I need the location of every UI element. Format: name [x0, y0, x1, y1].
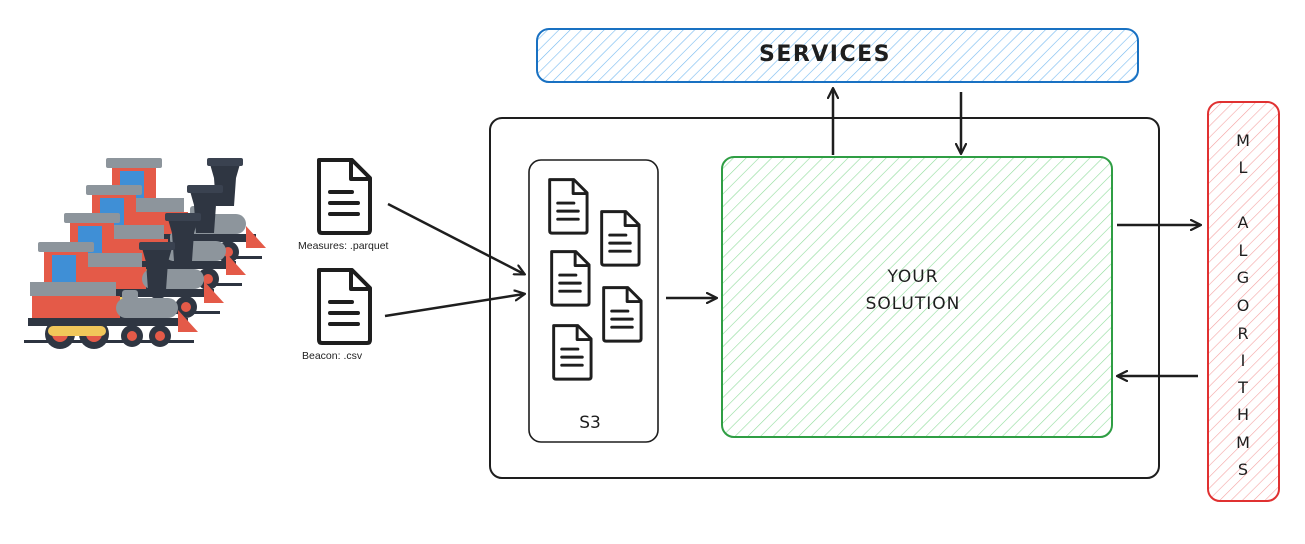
ml-algorithms-letter: L — [1239, 158, 1248, 177]
document-icon — [319, 160, 370, 233]
services-box: SERVICES — [536, 28, 1139, 83]
document-icon — [552, 324, 593, 381]
s3-bucket: S3 — [528, 159, 659, 443]
ml-algorithms-letter: M — [1236, 131, 1250, 150]
ml-algorithms-letter: M — [1236, 433, 1250, 452]
services-label: SERVICES — [759, 42, 891, 67]
document-icon — [550, 250, 591, 307]
beacon-file: Beacon: .csv — [302, 270, 370, 362]
document-icon — [602, 286, 643, 343]
trains-illustration — [24, 158, 266, 349]
beacon-to-s3-arrow — [384, 294, 524, 318]
ml-algorithms-letter: R — [1237, 324, 1248, 343]
ml-algorithms-letter: G — [1237, 268, 1249, 287]
document-icon — [548, 178, 589, 235]
measures-to-s3-arrow — [387, 202, 524, 274]
platform-container — [489, 117, 1160, 479]
ml-algorithms-letter: L — [1239, 241, 1248, 260]
s3-label: S3 — [579, 413, 601, 433]
beacon-file-label: Beacon: .csv — [302, 350, 363, 362]
ml-algorithms-letter: S — [1238, 460, 1248, 479]
ml-algorithms-letter: O — [1237, 296, 1250, 315]
ml-algorithms-letter: T — [1237, 378, 1248, 397]
solution-label-line2: SOLUTION — [866, 294, 961, 314]
document-icon — [319, 270, 370, 343]
ml-algorithms-letter: I — [1241, 351, 1246, 370]
measures-file-label: Measures: .parquet — [298, 240, 389, 252]
measures-file: Measures: .parquet — [298, 160, 389, 252]
solution-label-line1: YOUR — [886, 267, 938, 287]
ml-algorithms-letter: A — [1238, 213, 1249, 232]
ml-algorithms-letter: H — [1237, 405, 1249, 424]
document-icon — [600, 210, 641, 267]
your-solution-box: YOUR SOLUTION — [721, 156, 1113, 438]
